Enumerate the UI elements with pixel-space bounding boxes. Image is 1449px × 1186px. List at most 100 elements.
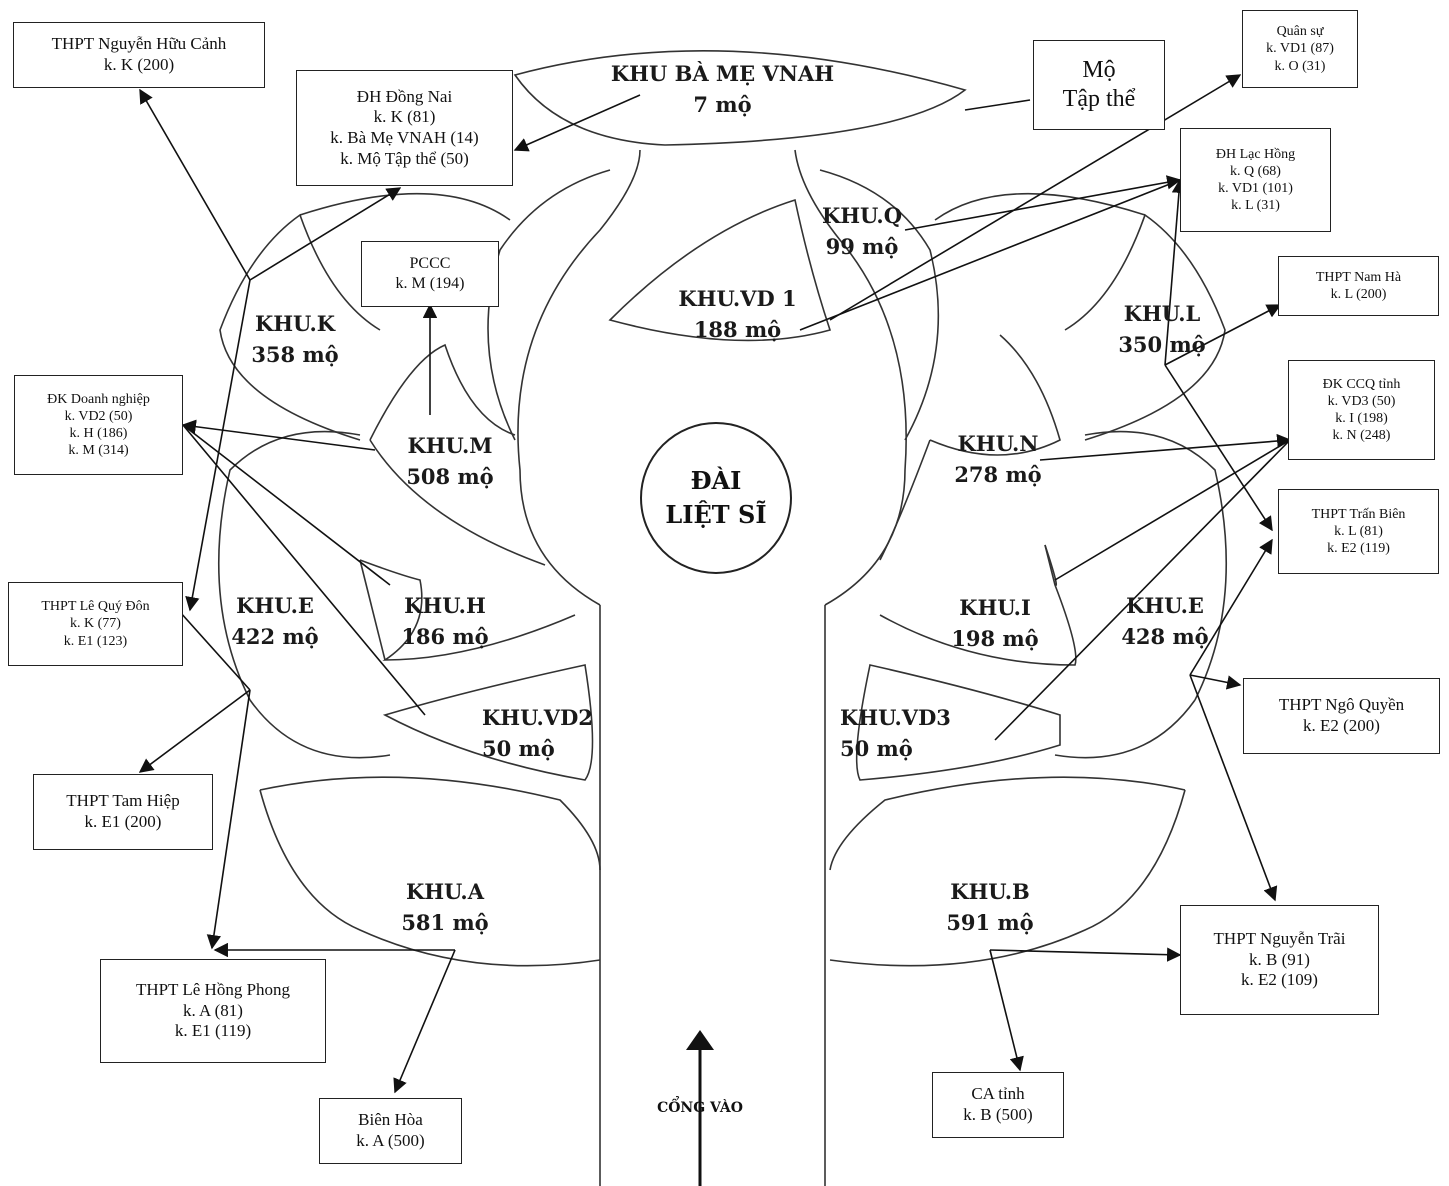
zone-count: 99 mộ — [825, 234, 899, 259]
box-line: k. L (31) — [1231, 198, 1280, 214]
zone-a: KHU.A 581 mộ — [390, 876, 500, 938]
box-line: k. A (81) — [183, 1000, 243, 1020]
memorial-line-1: ĐÀI — [690, 466, 742, 495]
zone-k: KHU.K 358 mộ — [240, 308, 350, 370]
zone-name: KHU.A — [405, 879, 485, 904]
zone-count: 50 mộ — [482, 736, 555, 761]
zone-name: KHU.I — [959, 595, 1031, 620]
box-line: k. E2 (119) — [1327, 541, 1390, 557]
zone-l: KHU.L 350 mộ — [1112, 298, 1212, 360]
zone-name: KHU.H — [404, 593, 486, 618]
box-line: k. E1 (200) — [84, 812, 162, 831]
entrance-label: CỔNG VÀO — [657, 1100, 743, 1116]
zone-name: KHU.N — [957, 431, 1039, 456]
zone-name: KHU.M — [407, 433, 493, 458]
box-line: THPT Nguyễn Hữu Cảnh — [51, 34, 227, 54]
box-line: THPT Tam Hiệp — [66, 791, 180, 811]
box-line: k. K (200) — [103, 55, 175, 74]
box-line: k. M (194) — [395, 275, 465, 292]
memorial-center: ĐÀI LIỆT SĨ — [640, 422, 792, 574]
zone-count: 591 mộ — [946, 910, 1034, 935]
zone-b: KHU.B 591 mộ — [935, 876, 1045, 938]
box-line: Biên Hòa — [358, 1110, 423, 1130]
entrance-arrow-icon — [686, 1030, 714, 1186]
zone-count: 198 mộ — [951, 626, 1039, 651]
box-line: k. E1 (119) — [174, 1021, 252, 1041]
zone-name: KHU.L — [1123, 301, 1201, 326]
zone-e-left: KHU.E 422 mộ — [220, 590, 330, 652]
zone-count: 358 mộ — [251, 342, 339, 367]
box-line: k. M (314) — [68, 443, 129, 459]
box-line: CA tỉnh — [971, 1084, 1025, 1104]
zone-name: KHU.E — [236, 593, 314, 618]
zone-count: 422 mộ — [231, 624, 319, 649]
zone-vd2: KHU.VD2 50 mộ — [482, 702, 602, 764]
box-line: k. L (81) — [1334, 523, 1383, 539]
box-line: ĐK CCQ tỉnh — [1322, 376, 1401, 392]
box-line: k. H (186) — [69, 426, 128, 441]
box-line: k. I (198) — [1335, 411, 1388, 426]
box-line: k. Q (68) — [1230, 163, 1281, 179]
zone-count: 186 mộ — [401, 624, 489, 649]
box-line: THPT Nam Hà — [1315, 269, 1402, 285]
box-line: Tập thể — [1062, 86, 1136, 112]
zone-count: 188 mộ — [693, 317, 782, 342]
box-pccc: PCCC k. M (194) — [361, 241, 499, 307]
box-line: k. E2 (109) — [1241, 970, 1318, 990]
zone-name: KHU BÀ MẸ VNAH — [610, 61, 835, 86]
box-line: k. N (248) — [1332, 428, 1391, 444]
zone-name: KHU.VD 1 — [678, 286, 797, 311]
zone-count: 508 mộ — [406, 464, 494, 489]
zone-name: KHU.B — [950, 879, 1030, 904]
zone-count: 428 mộ — [1121, 624, 1209, 649]
box-line: THPT Trấn Biên — [1311, 506, 1406, 522]
zone-count: 7 mộ — [693, 92, 752, 117]
zone-ba-me: KHU BÀ MẸ VNAH 7 mộ — [605, 58, 840, 120]
connector-arrows — [138, 74, 1292, 1094]
zone-vd1: KHU.VD 1 188 mộ — [665, 283, 810, 345]
box-line: k. VD2 (50) — [64, 408, 133, 424]
zone-count: 50 mộ — [840, 736, 913, 761]
box-line: k. Bà Mẹ VNAH (14) — [330, 128, 479, 147]
box-line: k. B (500) — [963, 1105, 1033, 1124]
box-line: THPT Ngô Quyền — [1278, 695, 1405, 715]
box-line: THPT Lê Quý Đôn — [41, 599, 150, 615]
box-line: k. E2 (200) — [1303, 716, 1380, 735]
zone-name: KHU.VD3 — [840, 705, 951, 730]
box-line: k. O (31) — [1274, 58, 1326, 74]
box-line: k. K (77) — [70, 616, 121, 632]
zone-count: 581 mộ — [401, 910, 489, 935]
zone-name: KHU.VD2 — [482, 705, 593, 730]
box-line: PCCC — [409, 255, 451, 273]
zone-name: KHU.Q — [821, 203, 903, 228]
zone-vd3: KHU.VD3 50 mộ — [840, 702, 960, 764]
box-line: ĐK Doanh nghiệp — [47, 391, 150, 407]
box-line: Quân sự — [1276, 24, 1324, 40]
zone-e-right: KHU.E 428 mộ — [1110, 590, 1220, 652]
box-line: THPT Nguyễn Trãi — [1213, 928, 1346, 948]
box-line: THPT Lê Hồng Phong — [135, 979, 291, 999]
box-line: ĐH Lạc Hồng — [1215, 146, 1296, 162]
box-line: ĐH Đồng Nai — [356, 86, 453, 106]
box-line: k. E1 (123) — [63, 633, 128, 649]
box-line: k. VD1 (87) — [1266, 41, 1334, 57]
zone-count: 350 mộ — [1118, 332, 1206, 357]
box-line: k. A (500) — [356, 1131, 425, 1150]
zone-n: KHU.N 278 mộ — [943, 428, 1053, 490]
zone-m: KHU.M 508 mộ — [395, 430, 505, 492]
box-line: k. K (81) — [373, 107, 436, 127]
box-line: Mộ — [1082, 56, 1116, 83]
